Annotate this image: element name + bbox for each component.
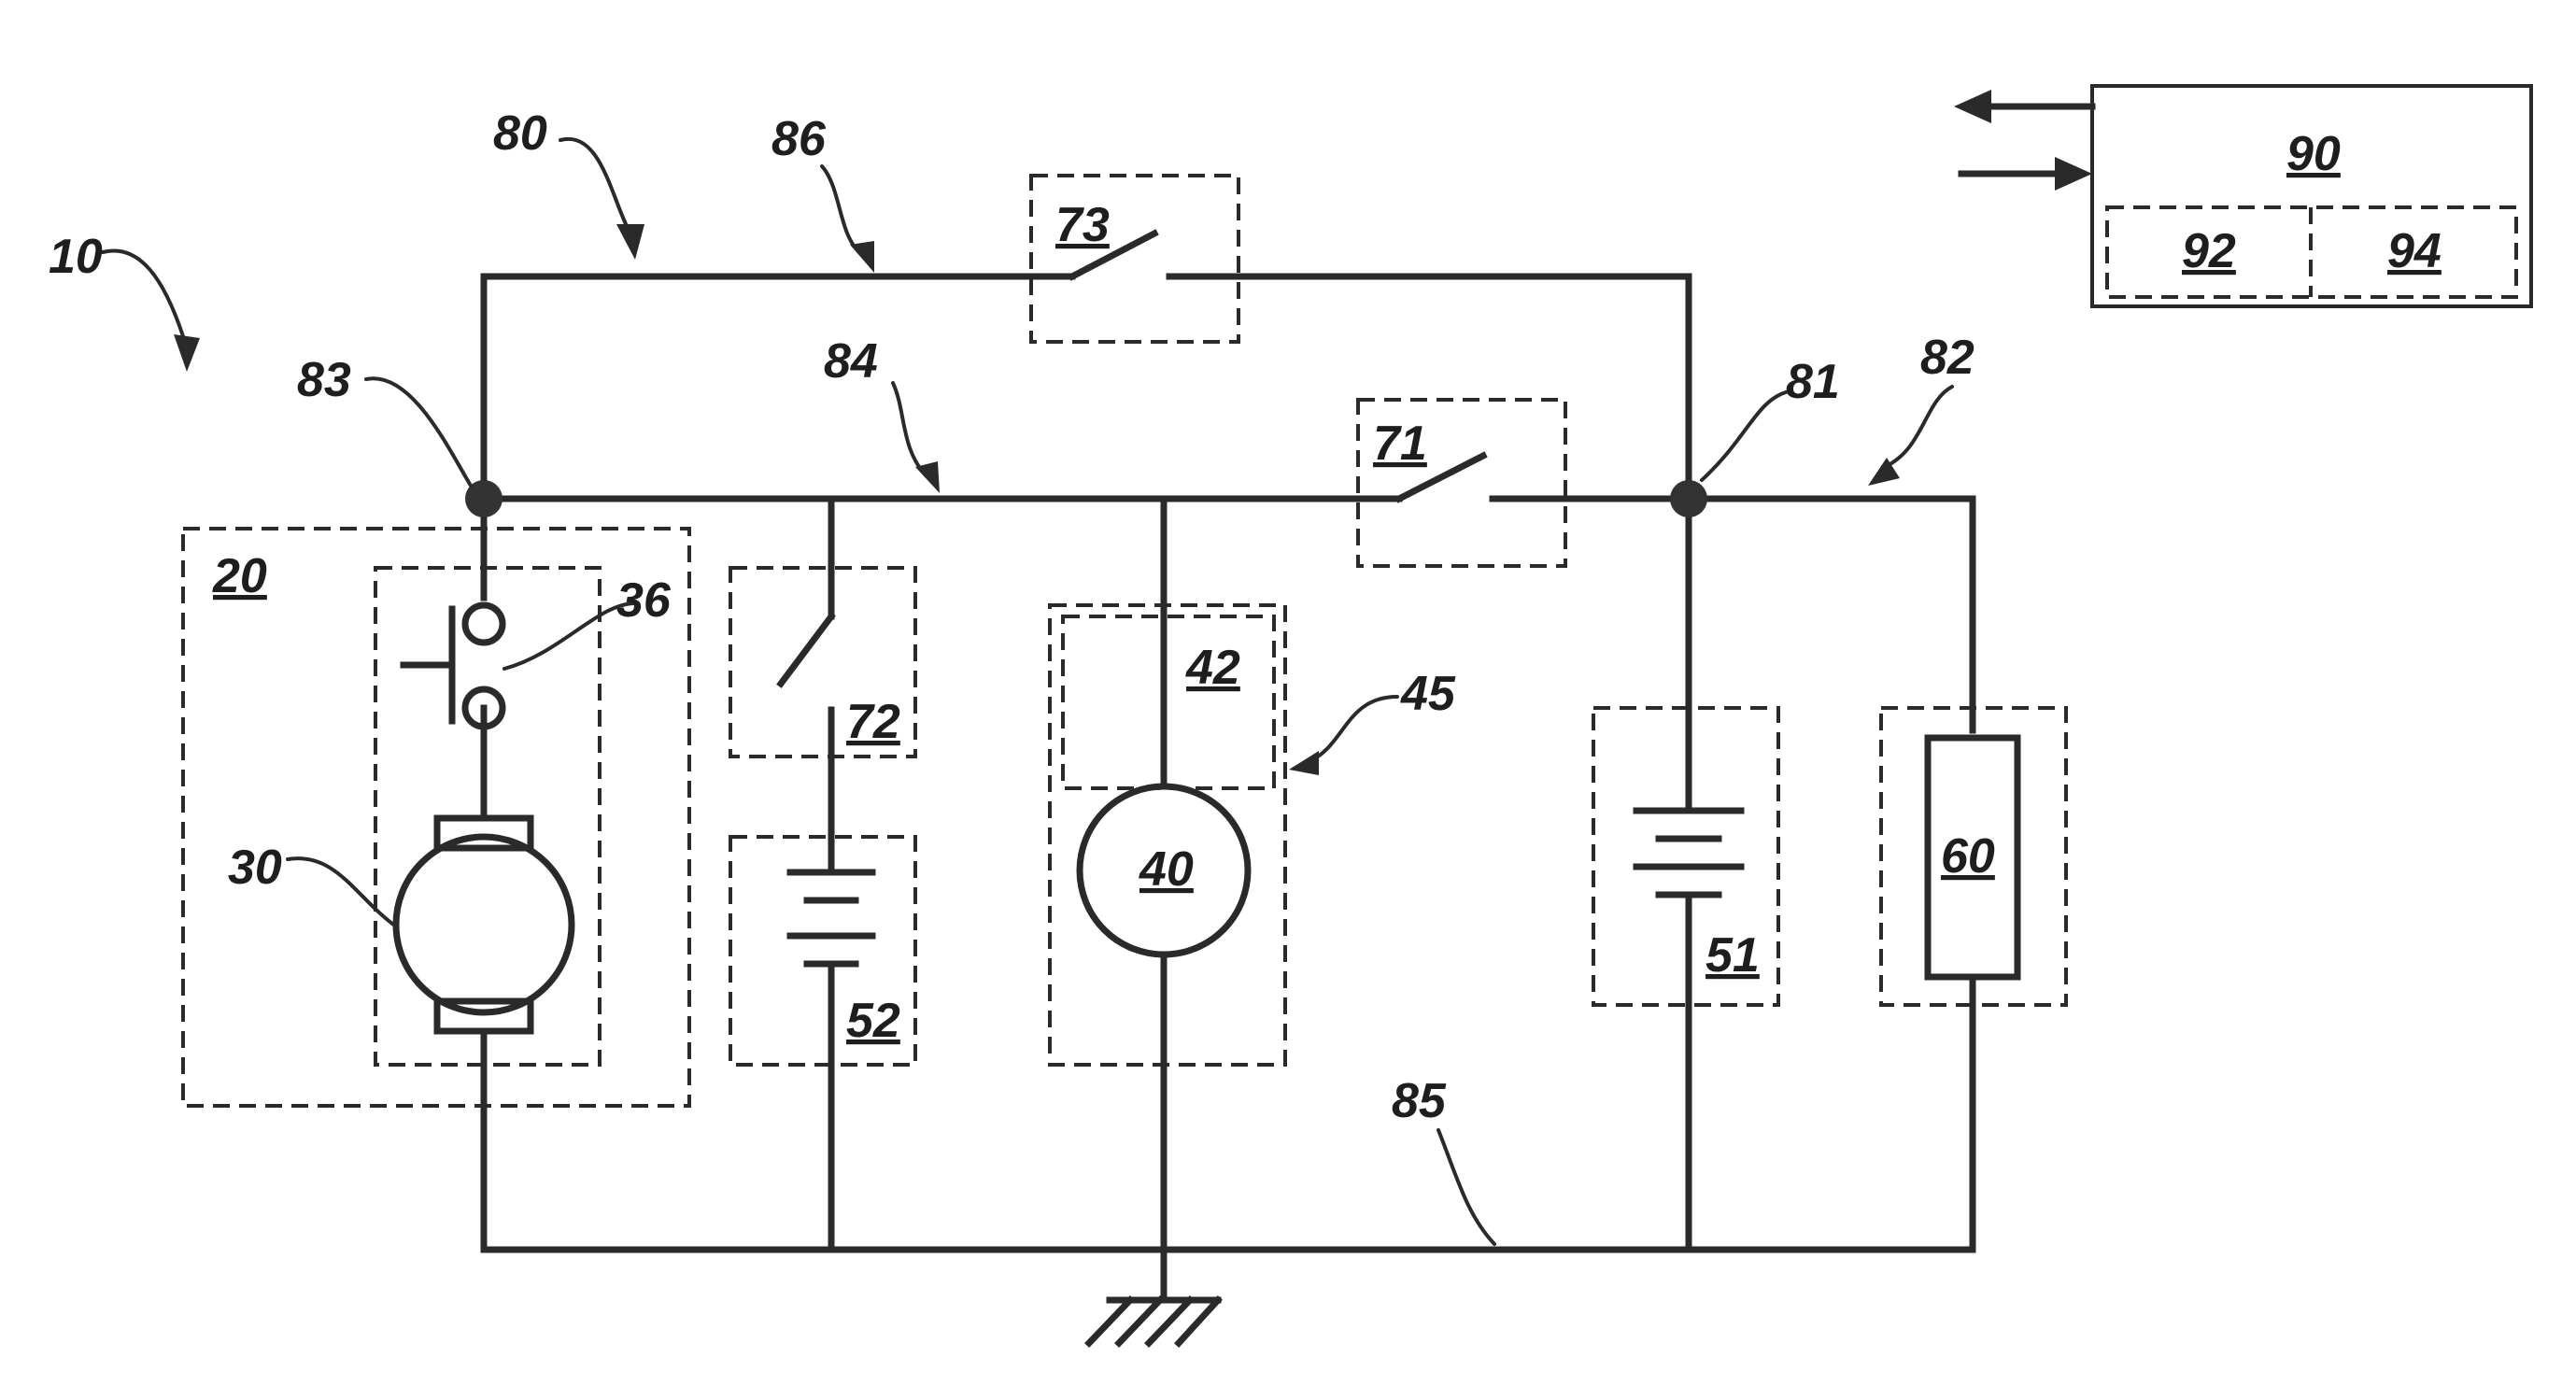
label-20: 20 [212, 549, 267, 603]
label-86: 86 [771, 112, 827, 166]
ground-symbol [1089, 1300, 1218, 1343]
label-90: 90 [2286, 127, 2341, 181]
label-40: 40 [1139, 842, 1194, 897]
controller-output-arrow [1954, 90, 2092, 123]
label-92: 92 [2182, 224, 2236, 278]
label-36: 36 [616, 573, 672, 628]
label-85: 85 [1392, 1074, 1447, 1128]
label-82: 82 [1920, 331, 1974, 385]
leader-lines [103, 139, 1952, 1244]
label-71: 71 [1373, 417, 1427, 471]
label-84: 84 [824, 334, 878, 389]
label-30: 30 [228, 841, 282, 895]
switch-72-blade [781, 616, 831, 684]
label-80: 80 [493, 106, 547, 161]
battery-51-symbol [1636, 811, 1741, 895]
controller-input-arrow [1961, 157, 2092, 191]
label-51: 51 [1706, 928, 1760, 983]
bypass-line [484, 276, 1689, 499]
label-10: 10 [49, 230, 103, 284]
label-94: 94 [2387, 224, 2442, 278]
label-72: 72 [846, 695, 900, 749]
label-52: 52 [846, 994, 900, 1048]
label-42: 42 [1185, 641, 1240, 695]
battery-52-symbol [790, 872, 872, 964]
label-45: 45 [1400, 667, 1456, 721]
motor-30-symbol [396, 818, 572, 1031]
label-73: 73 [1055, 198, 1110, 252]
label-83: 83 [297, 353, 351, 407]
label-81: 81 [1786, 355, 1840, 409]
node-81 [1670, 480, 1707, 517]
label-60: 60 [1941, 829, 1995, 884]
switch-42-enclosure [1063, 616, 1274, 788]
switch-36-symbol [403, 605, 502, 727]
